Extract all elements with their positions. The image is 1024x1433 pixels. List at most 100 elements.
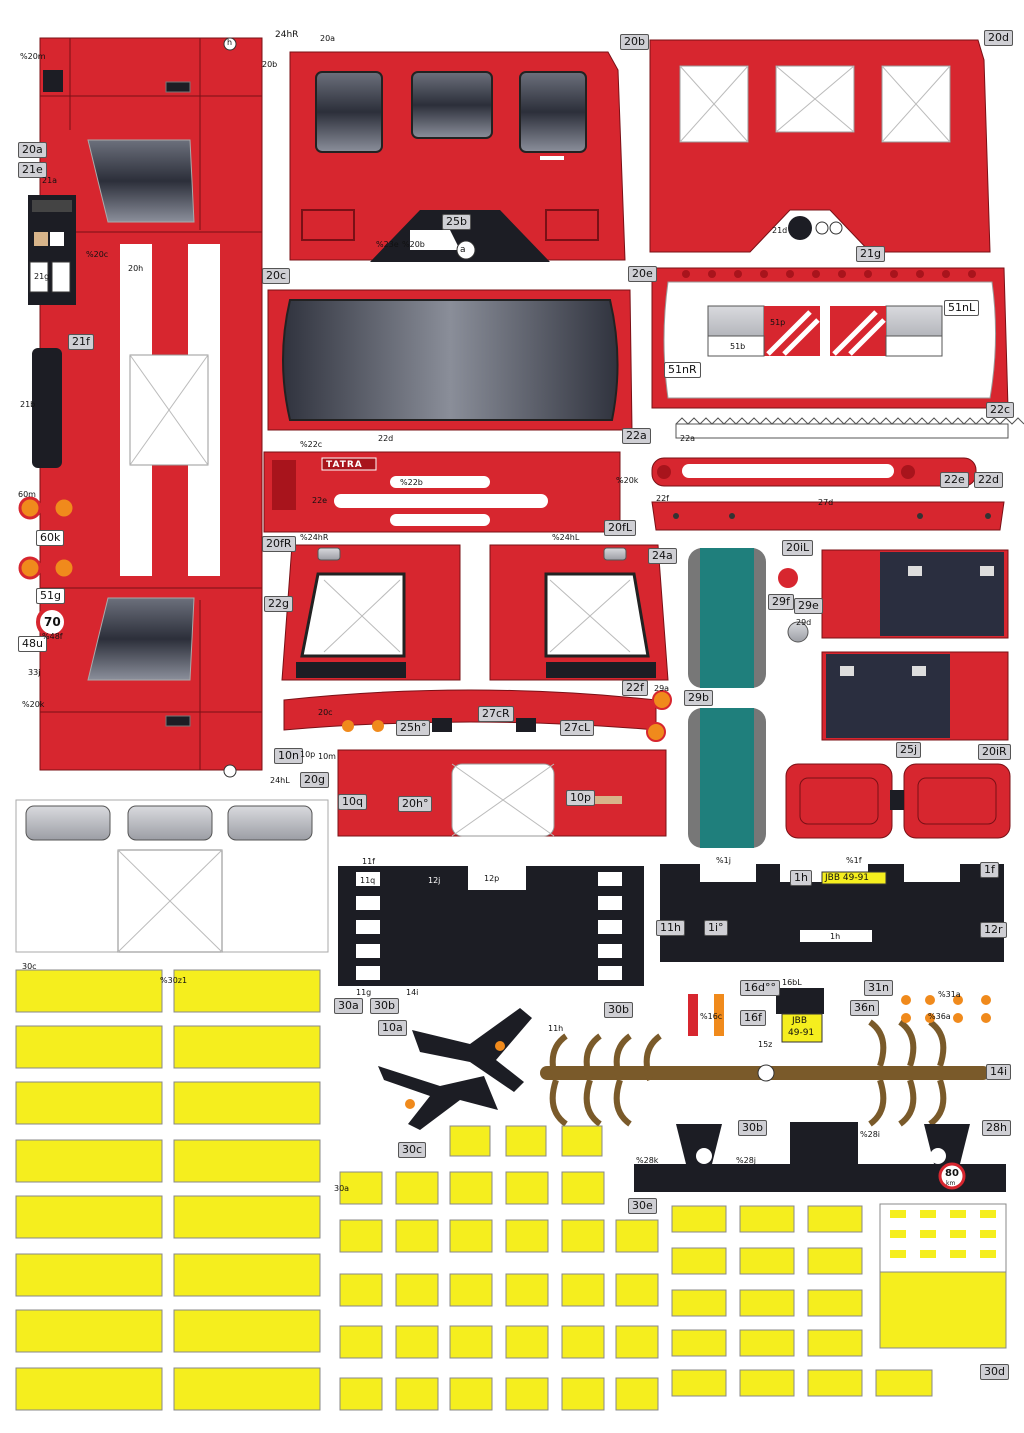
label-22a: 22a	[680, 434, 696, 443]
rear-wall-20h	[337, 749, 667, 837]
label-22f: 22f	[656, 494, 669, 503]
yellow-tiles-30e	[671, 1205, 933, 1397]
part-tag-31n: 31n	[864, 980, 893, 996]
label-11q: 11q	[360, 876, 376, 885]
label-22c: %22c	[300, 440, 323, 449]
chassis-plate-11q	[338, 866, 644, 986]
label-11h: 11h	[548, 1024, 564, 1033]
orange-beacons-31a	[901, 995, 991, 1023]
part-tag-20iL: 20iL	[782, 540, 814, 556]
part-tag-29b: 29b	[684, 690, 713, 706]
hose-assembly-14i	[540, 1019, 990, 1127]
part-tag-20b: 20b	[620, 34, 649, 50]
part-tag-30a: 30a	[334, 998, 363, 1014]
speed-sign-80-text: 80	[945, 1168, 959, 1179]
hatch-part-25j	[785, 763, 1011, 839]
cab-side-panel	[39, 37, 263, 778]
label-23e: %23e	[376, 240, 399, 249]
license-plate-16f	[776, 988, 824, 1043]
part-tag-11h: 11h	[656, 920, 685, 936]
part-tag-1i: 1i°	[704, 920, 728, 936]
hazard-stripes	[766, 310, 886, 356]
rear-plate-text: JBB 49-91	[825, 873, 870, 883]
label-21g: 21g	[34, 272, 50, 281]
part-tag-10a: 10a	[378, 1020, 407, 1036]
label-21b: 21b	[20, 400, 36, 409]
label-28i: %28i	[860, 1130, 881, 1139]
speed-limit-sign-70	[36, 606, 68, 638]
tyre-tread-parts	[688, 548, 766, 848]
label-21a: 21a	[42, 176, 58, 185]
small-lamps-29	[646, 568, 809, 742]
part-tag-20a: 20a	[18, 142, 47, 158]
part-tag-10q: 10q	[338, 794, 367, 810]
label-48f: %48f	[42, 632, 63, 641]
part-tag-20fL: 20fL	[604, 520, 636, 536]
marker-lamps	[18, 496, 76, 580]
part-tag-20h: 20h°	[398, 796, 433, 812]
chassis-slot-column-right	[598, 872, 622, 980]
trim-strip-22c	[675, 417, 1024, 439]
label-16bL: 16bL	[782, 978, 802, 987]
chassis-slot-column-left	[356, 872, 380, 980]
label-24hL: %24hL	[552, 533, 580, 542]
part-tag-10n: 10n	[274, 748, 303, 764]
part-tag-30e: 30e	[628, 1198, 657, 1214]
marker-a: a	[460, 245, 466, 255]
yellow-sheet-30d	[879, 1203, 1007, 1349]
cab-front-panel	[289, 51, 626, 262]
label-20k: %20k	[22, 700, 45, 709]
label-29a: 29a	[654, 684, 670, 693]
part-tag-48u: 48u	[18, 636, 47, 652]
part-tag-30c: 30c	[398, 1142, 427, 1158]
part-tag-51nR: 51nR	[664, 362, 701, 378]
part-tag-1h: 1h	[790, 870, 812, 886]
part-tag-29f: 29f	[768, 594, 794, 610]
part-tag-29e: 29e	[794, 598, 823, 614]
door-left	[489, 544, 669, 681]
label-1h: 1h	[830, 932, 841, 941]
label-20k-grille: %20k	[616, 476, 639, 485]
label-1j: %1j	[716, 856, 731, 865]
label-36a: %36a	[928, 1012, 951, 1021]
label-28k: %28k	[636, 1156, 659, 1165]
speed-sign-km-text: km	[946, 1180, 956, 1187]
roof-lamps	[682, 270, 976, 278]
cab-side-lower-right	[821, 651, 1009, 741]
plate-text-bottom: 49-91	[788, 1028, 815, 1038]
label-20m: %20m	[20, 52, 46, 61]
label-27d: 27d	[818, 498, 834, 507]
black-brackets-10a	[378, 1008, 532, 1130]
part-tag-16d: 16d°°	[740, 980, 780, 996]
part-tag-20e: 20e	[628, 266, 657, 282]
front-grille-panel	[263, 451, 621, 533]
part-tag-30b-right: 30b	[604, 1002, 633, 1018]
yellow-side-panels	[15, 969, 321, 1411]
label-22e: 22e	[312, 496, 328, 505]
mudflap-part	[32, 348, 62, 468]
part-tag-24hR: 24hR	[275, 30, 299, 40]
part-tag-22e: 22e	[940, 472, 969, 488]
part-tag-25h: 25h°	[396, 720, 431, 736]
part-tag-22a: 22a	[622, 428, 651, 444]
part-tag-22c: 22c	[986, 402, 1015, 418]
label-16c: %16c	[700, 1012, 723, 1021]
label-12j: 12j	[428, 876, 441, 885]
label-24hL-bottom: 24hL	[270, 776, 290, 785]
part-tag-20d: 20d	[984, 30, 1013, 46]
label-20a-top: 20a	[320, 34, 336, 43]
part-tag-22f: 22f	[622, 680, 648, 696]
label-29d: 29d	[796, 618, 812, 627]
dashboard-strip	[28, 195, 76, 305]
plate-text-top: JBB	[792, 1016, 808, 1026]
rear-lights-16c	[688, 994, 724, 1036]
label-20b-front: %20b	[402, 240, 425, 249]
part-tag-51g: 51g	[36, 588, 65, 604]
part-tag-20fR: 20fR	[262, 536, 296, 552]
roof-panel	[651, 267, 1009, 409]
part-tag-27cL: 27cL	[560, 720, 595, 736]
part-tag-20iR: 20iR	[978, 744, 1011, 760]
part-tag-21g: 21g	[856, 246, 885, 262]
label-22b: %22b	[400, 478, 423, 487]
part-tag-51nL: 51nL	[944, 300, 980, 316]
